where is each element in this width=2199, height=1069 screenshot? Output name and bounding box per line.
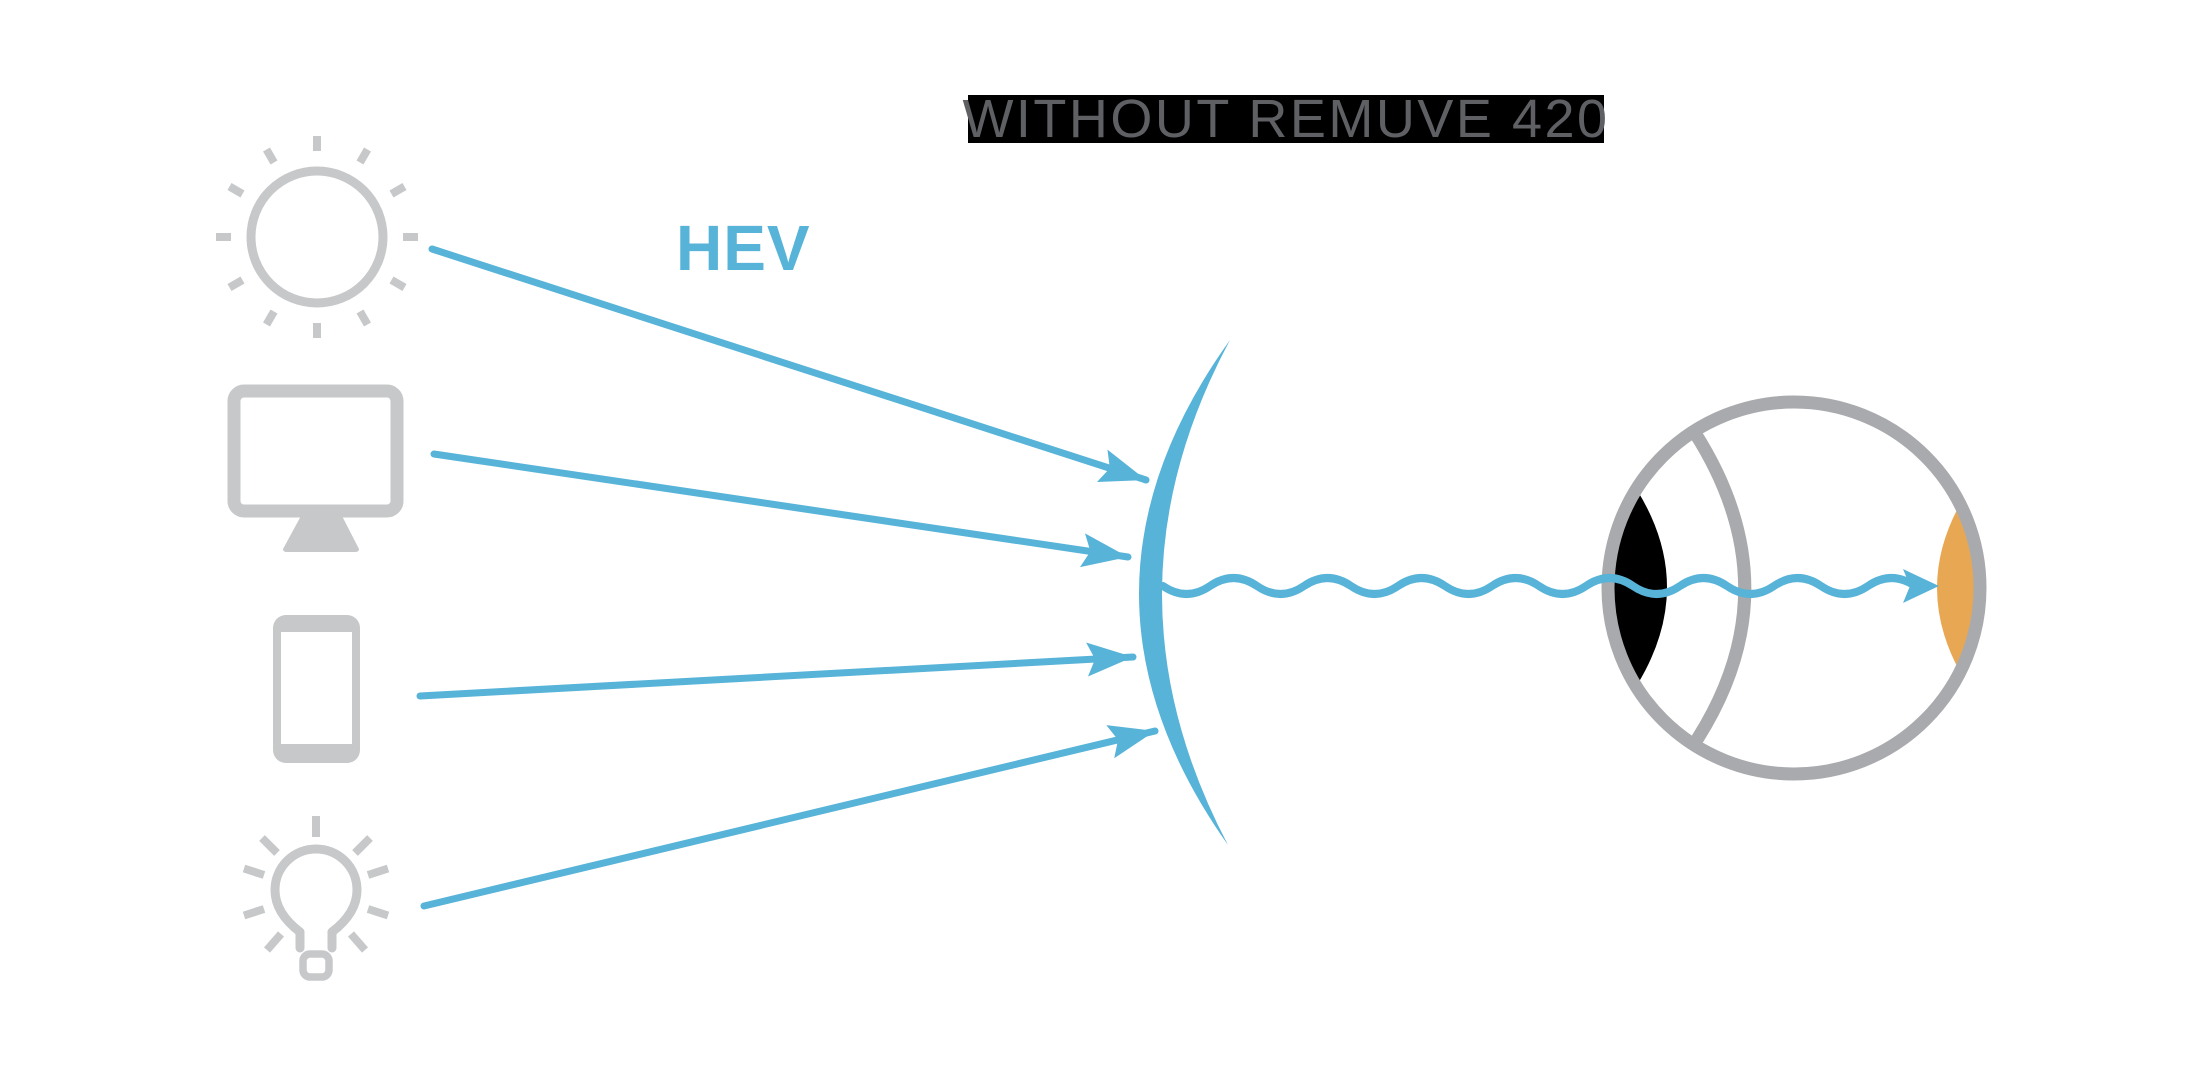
wave-arrowhead: [1903, 569, 1939, 603]
title-banner: WITHOUT REMUVE 420: [962, 92, 1607, 146]
lens-crescent: [1138, 340, 1230, 845]
eye-cross-section: [1601, 395, 1987, 781]
lightbulb-icon: [242, 816, 390, 981]
page-title: WITHOUT REMUVE 420: [962, 89, 1610, 149]
hev-ray-from-sun: [428, 245, 1150, 484]
smartphone-icon: [273, 615, 360, 763]
hev-ray-arrows: [416, 245, 1159, 910]
hev-label: HEV: [676, 212, 811, 284]
monitor-icon: [227, 384, 404, 552]
hev-ray-from-monitor: [430, 450, 1132, 568]
hev-ray-from-lightbulb: [420, 725, 1159, 910]
sun-icon: [216, 136, 418, 338]
hev-ray-from-smartphone: [416, 642, 1137, 700]
eye-inner-arc: [1688, 426, 1752, 745]
eye-outline: [1601, 395, 1987, 781]
hev-wave-ray: [1159, 569, 1939, 603]
